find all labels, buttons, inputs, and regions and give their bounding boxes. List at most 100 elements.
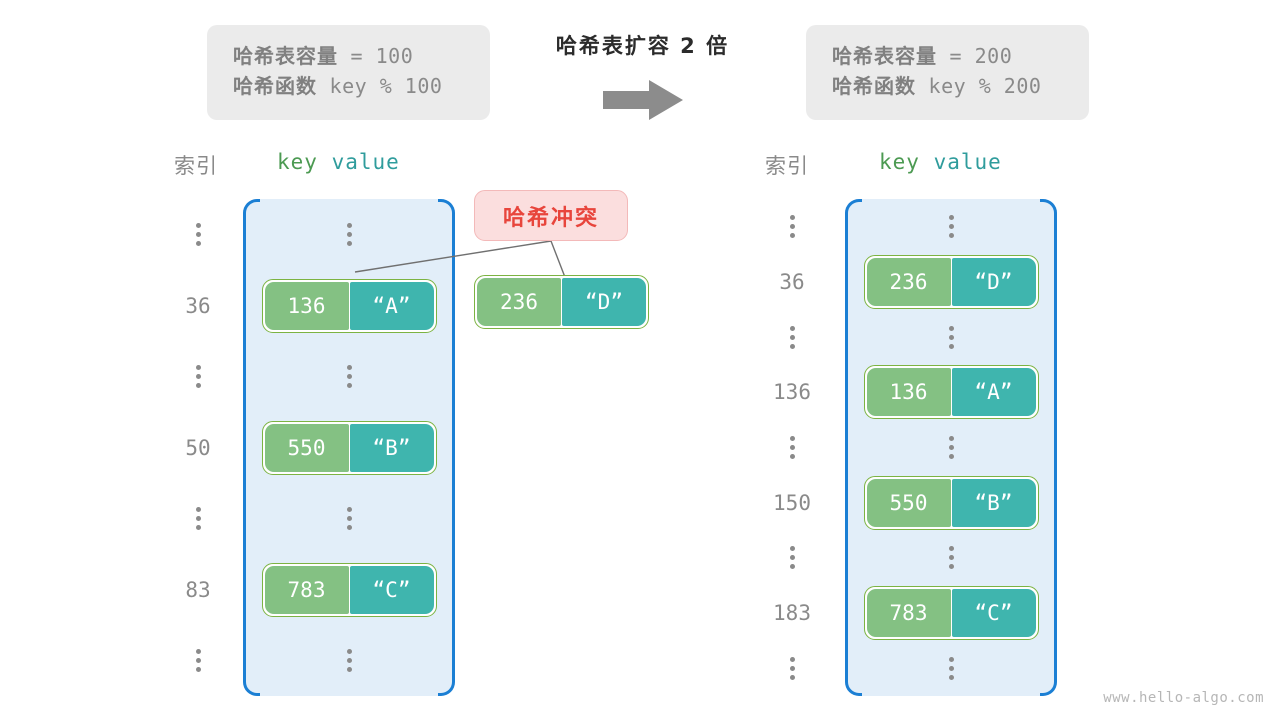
vertical-ellipsis-icon (346, 649, 352, 672)
index-ellipsis (153, 207, 243, 263)
kv-pair: 236 “D” (474, 275, 649, 329)
table-row: 136“A” (243, 278, 455, 334)
vertical-ellipsis-icon (789, 436, 795, 459)
kv-value: “B” (951, 478, 1036, 527)
table-row-ellipsis (845, 530, 1057, 586)
table-row-ellipsis (845, 199, 1057, 255)
right-capacity-line: 哈希表容量 = 200 (832, 41, 1063, 71)
vertical-ellipsis-icon (346, 365, 352, 388)
index-label: 36 (185, 293, 211, 318)
table-row-ellipsis (845, 420, 1057, 476)
kv-key: 550 (264, 423, 349, 472)
kv-value: “B” (349, 423, 434, 472)
right-hashfn-line: 哈希函数 key % 200 (832, 71, 1063, 101)
index-label: 136 (773, 380, 811, 405)
kv-value: “D” (562, 278, 646, 326)
kv-pair: 783“C” (261, 562, 437, 617)
table-row: 550“B” (845, 475, 1057, 531)
left-value-header: value (331, 150, 400, 174)
vertical-ellipsis-icon (948, 546, 954, 570)
vertical-ellipsis-icon (346, 223, 352, 246)
left-hash-table: 136“A” 550“B” 783“C” (243, 199, 455, 696)
table-row-ellipsis (243, 491, 455, 547)
vertical-ellipsis-icon (195, 507, 201, 530)
left-capacity-line: 哈希表容量 = 100 (233, 41, 464, 71)
index-label: 36 (779, 269, 805, 294)
table-row-ellipsis (243, 633, 455, 689)
index-label: 50 (185, 435, 211, 460)
right-capacity-label: 哈希表容量 (832, 44, 937, 68)
table-row: 783“C” (243, 562, 455, 618)
kv-pair: 550“B” (863, 475, 1039, 530)
kv-key: 783 (264, 565, 349, 614)
kv-value: “A” (349, 281, 434, 330)
kv-pair: 550“B” (261, 420, 437, 475)
vertical-ellipsis-icon (195, 365, 201, 388)
left-hashfn-line: 哈希函数 key % 100 (233, 71, 464, 101)
right-kv-header: key value (879, 150, 1002, 174)
index-ellipsis (747, 420, 837, 476)
index-label: 150 (773, 490, 811, 515)
index-label: 183 (773, 601, 811, 626)
right-key-header: key (879, 150, 920, 174)
vertical-ellipsis-icon (195, 223, 201, 246)
vertical-ellipsis-icon (346, 507, 352, 530)
right-hashfn-value: key % 200 (916, 74, 1042, 98)
index-label: 83 (185, 577, 211, 602)
vertical-ellipsis-icon (789, 656, 795, 680)
kv-pair: 136“A” (863, 365, 1039, 420)
kv-key: 136 (866, 368, 951, 417)
vertical-ellipsis-icon (948, 656, 954, 680)
index-ellipsis (747, 199, 837, 255)
index-ellipsis (153, 349, 243, 405)
index-ellipsis (747, 530, 837, 586)
right-value-header: value (933, 150, 1002, 174)
right-index-header: 索引 (765, 154, 809, 178)
kv-value: “C” (349, 565, 434, 614)
vertical-ellipsis-icon (195, 649, 201, 672)
table-row-ellipsis (243, 207, 455, 263)
kv-key: 236 (866, 257, 951, 306)
index-ellipsis (747, 309, 837, 365)
collision-badge: 哈希冲突 (474, 190, 628, 241)
kv-pair: 236“D” (863, 254, 1039, 309)
right-hashfn-label: 哈希函数 (832, 74, 916, 98)
vertical-ellipsis-icon (948, 325, 954, 349)
right-capacity-value: = 200 (937, 44, 1013, 68)
kv-key: 236 (477, 278, 561, 326)
left-capacity-value: = 100 (338, 44, 414, 68)
kv-key: 136 (264, 281, 349, 330)
vertical-ellipsis-icon (789, 215, 795, 239)
kv-pair: 783“C” (863, 586, 1039, 641)
right-arrow-icon (603, 80, 683, 120)
vertical-ellipsis-icon (789, 546, 795, 570)
table-row: 550“B” (243, 420, 455, 476)
left-capacity-label: 哈希表容量 (233, 44, 338, 68)
left-key-header: key (277, 150, 318, 174)
table-row: 136“A” (845, 364, 1057, 420)
left-kv-header: key value (277, 150, 400, 174)
right-config-box: 哈希表容量 = 200 哈希函数 key % 200 (806, 25, 1089, 120)
kv-value: “C” (951, 589, 1036, 638)
index-ellipsis (153, 633, 243, 689)
left-hashfn-value: key % 100 (317, 74, 443, 98)
watermark: www.hello-algo.com (1103, 690, 1264, 706)
table-row-ellipsis (243, 349, 455, 405)
index-ellipsis (153, 491, 243, 547)
kv-pair: 136“A” (261, 278, 437, 333)
index-ellipsis (747, 640, 837, 696)
left-index-header: 索引 (174, 154, 218, 178)
left-hashfn-label: 哈希函数 (233, 74, 317, 98)
vertical-ellipsis-icon (948, 215, 954, 239)
collision-entry: 236 “D” (474, 275, 649, 329)
kv-value: “D” (951, 257, 1036, 306)
vertical-ellipsis-icon (948, 436, 954, 459)
right-index-column: 36 136 150 183 (747, 199, 837, 696)
left-index-column: 36 50 83 (153, 199, 243, 696)
vertical-ellipsis-icon (789, 325, 795, 349)
table-row-ellipsis (845, 640, 1057, 696)
transform-title: 哈希表扩容 2 倍 (555, 34, 730, 58)
kv-value: “A” (951, 368, 1036, 417)
left-config-box: 哈希表容量 = 100 哈希函数 key % 100 (207, 25, 490, 120)
kv-key: 550 (866, 478, 951, 527)
